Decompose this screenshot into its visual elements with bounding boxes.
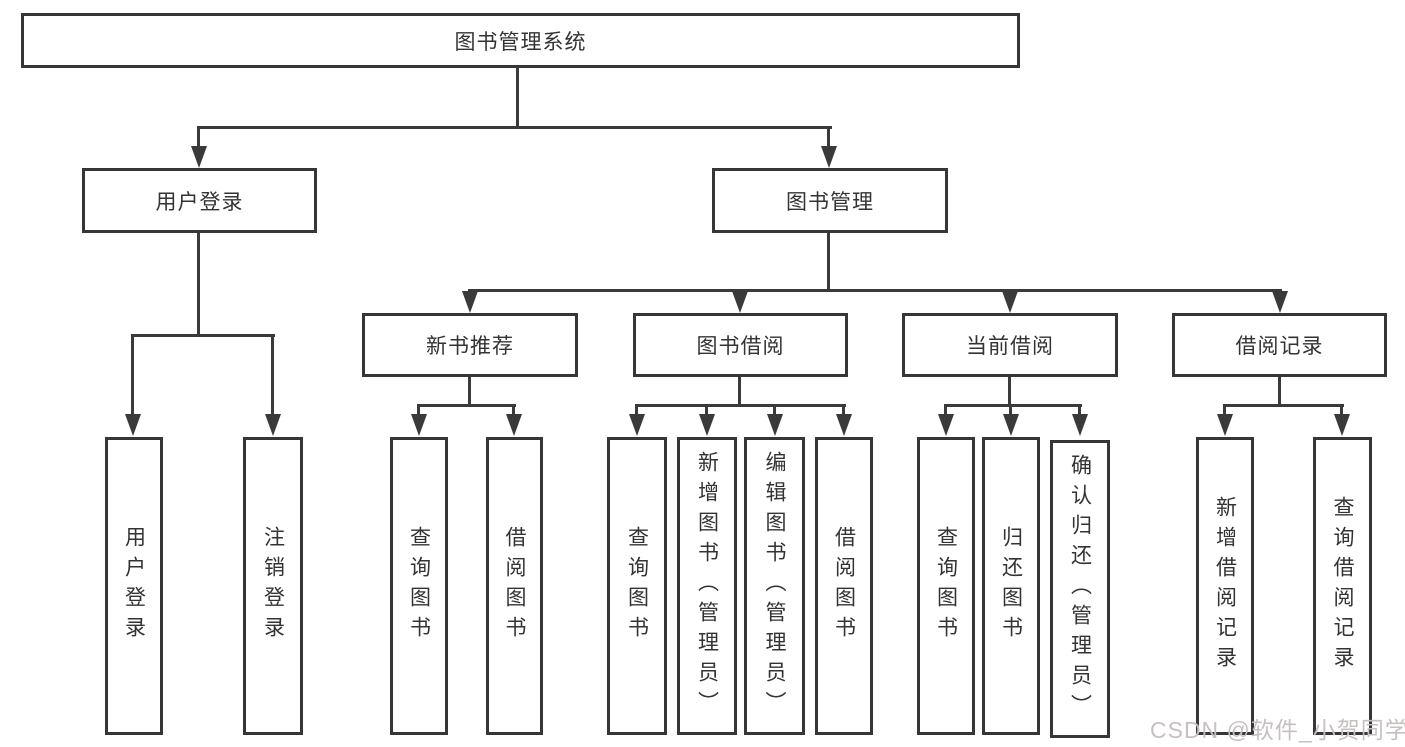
leaf-add-borrow-record: 新增借阅记录 [1196, 437, 1254, 735]
leaf-label: 新增图书（管理员） [695, 451, 719, 721]
node-label: 图书管理系统 [454, 30, 587, 54]
connector-line [738, 377, 741, 406]
node-user-login: 用户登录 [82, 168, 317, 233]
leaf-label: 查询图书 [625, 526, 649, 646]
node-label: 图书管理 [786, 190, 874, 214]
connector-line [131, 334, 275, 337]
leaf-add-book-admin: 新增图书（管理员） [677, 437, 737, 735]
arrowhead-down-icon [411, 414, 427, 436]
leaf-query-books-current: 查询图书 [917, 437, 975, 735]
arrowhead-down-icon [1272, 291, 1288, 313]
leaf-label: 注销登录 [261, 526, 285, 646]
arrowhead-down-icon [629, 414, 645, 436]
connector-line [1223, 404, 1226, 416]
connector-line [635, 404, 846, 407]
connector-line [468, 289, 1282, 292]
arrowhead-down-icon [1334, 414, 1350, 436]
arrowhead-down-icon [732, 291, 748, 313]
node-root-library-system: 图书管理系统 [21, 13, 1020, 68]
connector-line [944, 404, 947, 416]
connector-line [417, 404, 420, 416]
connector-line [1278, 377, 1281, 406]
connector-line [1340, 404, 1343, 416]
arrowhead-down-icon [836, 414, 852, 436]
arrowhead-down-icon [1002, 291, 1018, 313]
connector-line [944, 404, 1082, 407]
leaf-borrow-books: 借阅图书 [815, 437, 873, 735]
leaf-label: 借阅图书 [832, 526, 856, 646]
watermark: CSDN @软件_小贺同学 [1150, 717, 1405, 743]
leaf-logout: 注销登录 [243, 437, 303, 735]
connector-line [1078, 404, 1081, 416]
node-book-borrow: 图书借阅 [633, 313, 848, 377]
leaf-query-books-borrow: 查询图书 [607, 437, 667, 735]
leaf-query-books-recommend: 查询图书 [390, 437, 448, 735]
leaf-label: 归还图书 [999, 526, 1023, 646]
leaf-label: 新增借阅记录 [1213, 496, 1237, 676]
connector-line [705, 404, 708, 416]
connector-line [197, 126, 200, 150]
leaf-label: 用户登录 [122, 526, 146, 646]
node-label: 借阅记录 [1235, 335, 1324, 358]
connector-line [773, 404, 776, 416]
connector-line [827, 233, 830, 292]
leaf-label: 查询借阅记录 [1331, 496, 1354, 676]
arrowhead-down-icon [1072, 414, 1088, 436]
arrowhead-down-icon [699, 414, 715, 436]
connector-line [1223, 404, 1344, 407]
arrowhead-down-icon [1217, 414, 1233, 436]
node-new-book-recommend: 新书推荐 [362, 313, 578, 377]
connector-line [635, 404, 638, 416]
node-current-borrow: 当前借阅 [902, 313, 1118, 377]
connector-line [468, 377, 471, 406]
connector-line [271, 334, 274, 416]
arrowhead-down-icon [767, 414, 783, 436]
node-label: 当前借阅 [966, 335, 1054, 358]
arrowhead-down-icon [938, 414, 954, 436]
arrowhead-down-icon [821, 146, 837, 168]
connector-line [1009, 404, 1012, 416]
node-label: 新书推荐 [426, 335, 514, 358]
arrowhead-down-icon [462, 291, 478, 313]
leaf-label: 借阅图书 [503, 526, 526, 646]
connector-line [1008, 377, 1011, 406]
leaf-return-books: 归还图书 [982, 437, 1040, 735]
node-label: 图书借阅 [696, 335, 785, 358]
arrowhead-down-icon [265, 414, 281, 436]
arrowhead-down-icon [506, 414, 522, 436]
node-label: 用户登录 [155, 190, 244, 214]
connector-line [512, 404, 515, 416]
arrowhead-down-icon [191, 146, 207, 168]
leaf-confirm-return-admin: 确认归还（管理员） [1050, 440, 1110, 738]
leaf-borrow-books-recommend: 借阅图书 [486, 437, 543, 735]
leaf-label: 确认归还（管理员） [1068, 454, 1092, 724]
connector-line [197, 233, 200, 337]
node-book-management: 图书管理 [712, 168, 948, 233]
connector-line [131, 334, 134, 416]
leaf-user-login: 用户登录 [105, 437, 163, 735]
arrowhead-down-icon [1003, 414, 1019, 436]
leaf-label: 编辑图书（管理员） [763, 451, 786, 721]
node-borrow-records: 借阅记录 [1172, 313, 1387, 377]
connector-line [842, 404, 845, 416]
arrowhead-down-icon [125, 414, 141, 436]
leaf-label: 查询图书 [934, 526, 958, 646]
connector-line [417, 404, 516, 407]
connector-line [197, 126, 832, 129]
connector-line [827, 126, 830, 150]
leaf-query-borrow-record: 查询借阅记录 [1313, 437, 1372, 735]
leaf-edit-book-admin: 编辑图书（管理员） [744, 437, 805, 735]
leaf-label: 查询图书 [407, 526, 431, 646]
connector-line [516, 67, 519, 128]
